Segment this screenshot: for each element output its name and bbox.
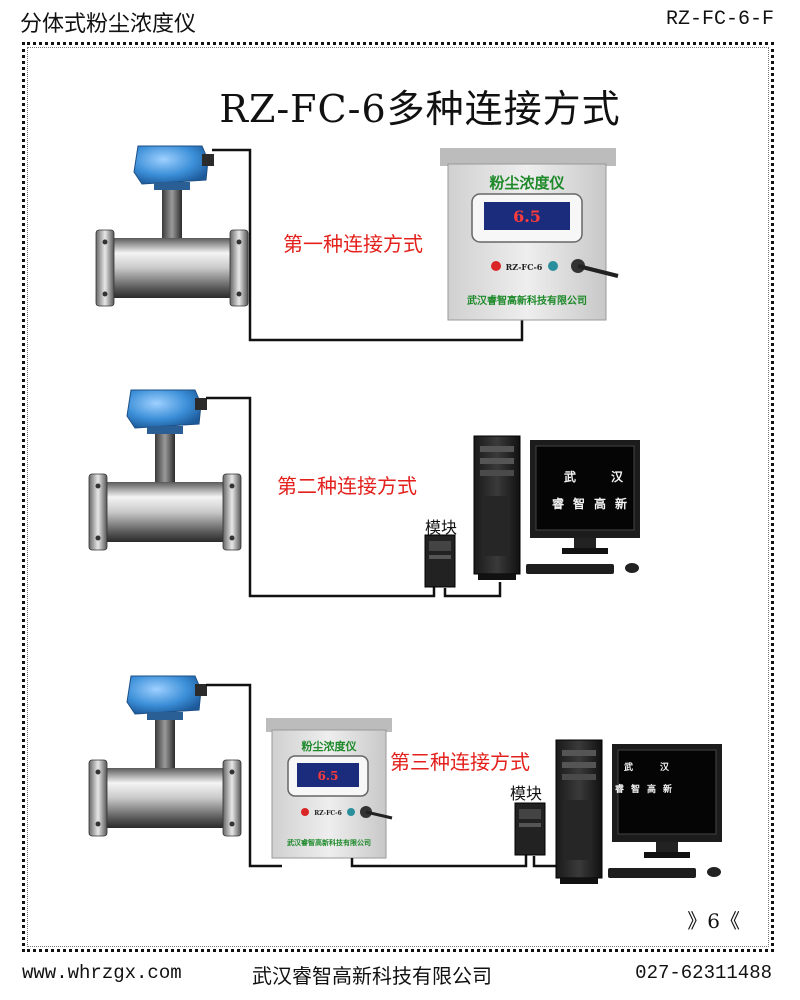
computer-2-icon	[555, 739, 723, 885]
monitor-2-char: 新	[663, 783, 672, 795]
monitor-1-char: 高	[594, 496, 606, 511]
method-1-diagram	[95, 145, 619, 342]
monitor-2-char: 智	[631, 783, 640, 795]
page-border-inner	[27, 47, 769, 947]
monitor-2-char: 汉	[660, 761, 670, 773]
monitor-2-char: 高	[647, 783, 656, 795]
method-1-label: 第一种连接方式	[283, 232, 423, 256]
footer-company-name: 武汉睿智高新科技有限公司	[252, 964, 492, 988]
cabinet-2-company: 武汉睿智高新科技有限公司	[287, 838, 371, 847]
page-title: RZ-FC-6多种连接方式	[219, 87, 621, 131]
monitor-1-char: 新	[615, 496, 627, 511]
method-2-diagram	[88, 389, 641, 598]
cabinet-2-model: RZ-FC-6	[314, 810, 342, 817]
cabinet-1-model: RZ-FC-6	[506, 262, 543, 272]
cabinet-1-heading: 粉尘浓度仪	[489, 174, 565, 192]
sensor-1-icon	[95, 145, 249, 307]
method-2-label: 第二种连接方式	[277, 474, 417, 498]
module-2-label: 模块	[510, 784, 543, 803]
monitor-1-char: 智	[572, 496, 585, 511]
monitor-1-char: 武	[564, 469, 576, 484]
module-1-icon	[424, 534, 456, 588]
monitor-2-char: 睿	[615, 783, 625, 795]
method-3-label: 第三种连接方式	[390, 750, 530, 774]
method-3-diagram	[88, 675, 723, 885]
monitor-2-char: 武	[624, 761, 633, 773]
header-product-name: 分体式粉尘浓度仪	[20, 12, 197, 37]
monitor-1-char: 汉	[611, 469, 624, 484]
page-border	[22, 42, 774, 952]
sensor-2-icon	[88, 389, 242, 551]
module-2-icon	[514, 802, 546, 856]
cabinet-2	[266, 718, 393, 859]
cabinet-1	[440, 148, 619, 321]
footer-phone: 027-62311488	[635, 962, 772, 984]
footer-website: www.whrzgx.com	[22, 962, 182, 984]
cabinet-2-heading: 粉尘浓度仪	[302, 739, 358, 753]
cabinet-1-display: 6.5	[513, 207, 541, 226]
cabinet-1-company: 武汉睿智高新科技有限公司	[467, 294, 587, 307]
module-1-label: 模块	[425, 518, 458, 537]
sensor-3-icon	[88, 675, 242, 837]
header-model-code: RZ-FC-6-F	[665, 8, 774, 31]
monitor-1-char: 睿	[552, 496, 565, 511]
page-number: 》6《	[687, 909, 740, 933]
cabinet-2-display: 6.5	[318, 769, 339, 783]
